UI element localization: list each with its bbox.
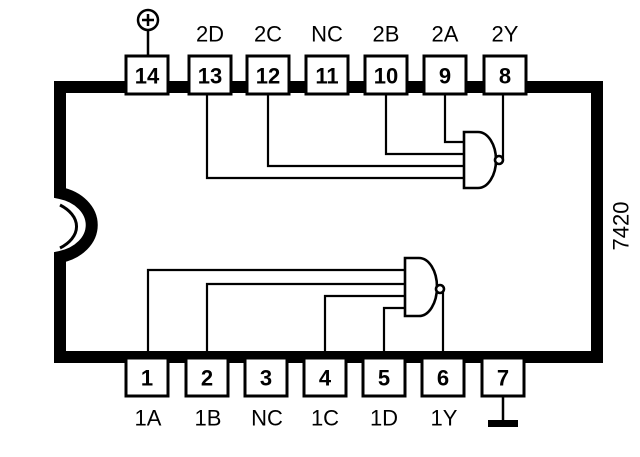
pin-number: 9 [439,64,451,89]
pin-label-2a: 2A [432,22,459,47]
pin-number: 6 [437,366,449,391]
wire-pin-9 [443,94,464,144]
wire-pin-5 [382,306,408,358]
ic-notch [59,203,78,250]
pin-label-nc-top: NC [311,22,343,47]
pin-number: 10 [374,64,398,89]
pin-7: 7 [480,356,526,398]
top-pin-row: 14 13 12 11 10 9 8 [124,54,528,96]
nand-gate-1 [403,256,446,318]
pin-number: 1 [141,366,153,391]
pin-label-1a: 1A [135,406,162,431]
pin-14: 14 [124,54,170,96]
pin-8: 8 [482,54,528,96]
pin-label-2b: 2B [373,22,400,47]
pin-number: 12 [256,64,280,89]
pin-4: 4 [302,356,348,398]
pin-3: 3 [243,356,289,398]
part-number-label: 7420 [609,202,634,251]
bottom-pin-labels: 1A 1B NC 1C 1D 1Y [135,396,518,431]
pin-number: 4 [319,366,332,391]
wire-pin-4 [323,294,408,358]
pin-number: 7 [497,366,509,391]
pin-6: 6 [420,356,466,398]
pin-2: 2 [184,356,230,398]
pin-13: 13 [187,54,233,96]
pin-9: 9 [422,54,468,96]
pin-10: 10 [363,54,409,96]
pin-number: 11 [315,64,338,89]
pin-label-1d: 1D [370,406,398,431]
wire-pin-1 [146,268,408,358]
wire-pin-2 [205,282,408,358]
pin-label-1b: 1B [195,406,222,431]
pin-12: 12 [245,54,291,96]
pin-label-1c: 1C [311,406,339,431]
pin-5: 5 [361,356,407,398]
plus-circle-icon [136,8,160,56]
nand-gate-2 [462,130,505,190]
pin-label-2c: 2C [254,22,282,47]
top-pin-labels: 2D 2C NC 2B 2A 2Y [136,8,519,56]
pin-number: 13 [198,64,222,89]
pin-label-nc-bottom: NC [251,406,283,431]
pin-1: 1 [124,356,170,398]
pin-number: 3 [260,366,272,391]
ic-body [54,81,603,363]
wire-pin-12 [266,94,464,168]
pin-11: 11 [304,54,350,96]
bottom-pin-row: 1 2 3 4 5 6 7 [124,356,526,398]
pin-number: 14 [135,64,160,89]
pin-label-2y: 2Y [492,22,519,47]
pin-number: 2 [201,366,213,391]
pin-number: 8 [499,64,511,89]
ground-icon [488,396,518,427]
pin-label-2d: 2D [196,22,224,47]
gate-2-wiring [205,94,505,180]
wire-pin-10 [384,94,464,156]
wire-pin-13 [205,94,464,180]
pin-label-1y: 1Y [431,406,458,431]
pin-number: 5 [378,366,390,391]
